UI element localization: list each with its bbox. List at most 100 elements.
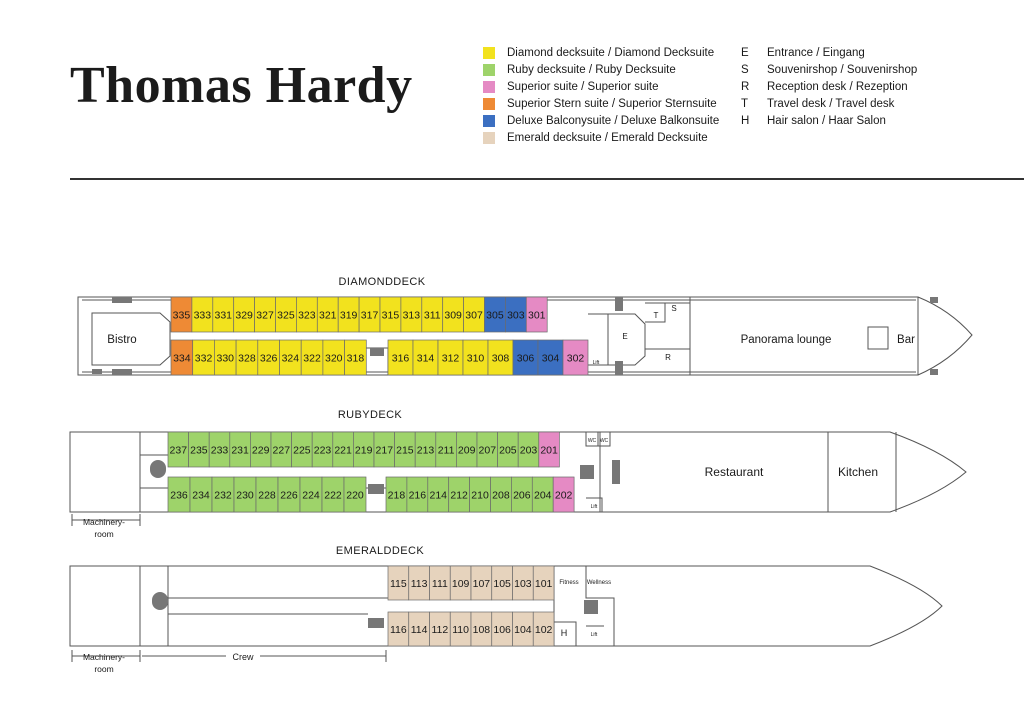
- cabin-number: 334: [173, 353, 191, 365]
- legend-label: Diamond decksuite / Diamond Decksuite: [507, 46, 715, 59]
- legend-label: Emerald decksuite / Emerald Decksuite: [507, 131, 708, 144]
- ruby-stairs: [150, 460, 620, 494]
- wc-label: WC: [600, 438, 609, 444]
- aft-room: [139, 566, 169, 646]
- restaurant-label: Restaurant: [705, 465, 764, 479]
- cabin-number: 206: [513, 490, 531, 502]
- cabin-number: 107: [473, 578, 491, 590]
- cabin-number: 228: [258, 490, 276, 502]
- diamond-stairs: [92, 297, 938, 375]
- cabin-number: 227: [273, 445, 291, 457]
- machinery-room-label: Machinery-: [83, 652, 125, 662]
- cabin-number: 210: [471, 490, 489, 502]
- cabin-number: 226: [280, 490, 298, 502]
- cabin-number: 203: [520, 445, 538, 457]
- cabin-number: 212: [450, 490, 468, 502]
- cabin-number: 115: [390, 578, 407, 590]
- cabin-number: 307: [465, 310, 483, 322]
- stair-icon: [368, 618, 384, 628]
- cabin-number: 329: [235, 310, 253, 322]
- crew-dimension-line: [142, 650, 387, 662]
- facility-code: S: [741, 63, 749, 76]
- legend-swatch: [483, 80, 495, 93]
- cabin-number: 312: [442, 353, 460, 365]
- legend-item-ruby: Ruby decksuite / Ruby Decksuite: [483, 61, 719, 78]
- cabin-number: 105: [493, 578, 511, 590]
- lift-label: Lift: [591, 632, 598, 638]
- fitness-label: Fitness: [559, 580, 578, 586]
- cabin-number: 232: [214, 490, 232, 502]
- cabin-number: 326: [260, 353, 278, 365]
- cabin-number: 316: [392, 353, 410, 365]
- cabin-number: 302: [567, 353, 585, 365]
- wc-label: WC: [588, 438, 597, 444]
- legend-label: Superior Stern suite / Superior Sternsui…: [507, 97, 717, 110]
- cabin-number: 235: [190, 445, 208, 457]
- crew-corridor: [168, 597, 388, 615]
- cabin-number: 313: [403, 310, 421, 322]
- cabin-314: [412, 339, 439, 376]
- cabin-number: 314: [417, 353, 435, 365]
- cabin-number: 209: [458, 445, 476, 457]
- deck-title-diamond: DIAMONDDECK: [339, 276, 426, 288]
- cabin-number: 323: [298, 310, 316, 322]
- legend-label: Superior suite / Superior suite: [507, 80, 659, 93]
- cabin-number: 311: [424, 310, 441, 322]
- machinery-room-label-2: room: [94, 529, 113, 539]
- cabin-306: [512, 339, 539, 376]
- cabin-number: 331: [214, 310, 232, 322]
- cabin-number: 225: [293, 445, 311, 457]
- cabin-number: 204: [534, 490, 552, 502]
- cabin-number: 114: [411, 624, 428, 636]
- cabin-number: 320: [325, 353, 343, 365]
- cabin-number: 112: [432, 624, 449, 636]
- cabin-318: [344, 339, 367, 376]
- cabin-number: 330: [216, 353, 234, 365]
- crew-label: Crew: [232, 652, 254, 662]
- cabin-number: 211: [438, 445, 455, 457]
- cabin-number: 303: [507, 310, 525, 322]
- stair-icon: [150, 460, 166, 478]
- machinery-marker-ruby: [71, 514, 141, 526]
- crew-label-bg: [226, 651, 260, 663]
- stair-icon: [584, 600, 598, 614]
- stair-icon: [368, 484, 384, 494]
- cabin-310: [462, 339, 489, 376]
- deck-title-emerald: EMERALDDECK: [336, 545, 424, 557]
- cabin-number: 224: [302, 490, 320, 502]
- bar-label: Bar: [897, 334, 915, 346]
- cabin-308: [487, 339, 514, 376]
- facility-code: H: [741, 114, 750, 127]
- cabin-number: 205: [499, 445, 517, 457]
- facility-item: S Souvenirshop / Souvenirshop: [741, 61, 917, 78]
- stair-icon: [92, 369, 102, 374]
- bistro-label: Bistro: [107, 334, 136, 346]
- cabin-number: 321: [319, 310, 337, 322]
- cabin-number: 116: [390, 624, 407, 636]
- facility-label: Reception desk / Rezeption: [767, 80, 908, 93]
- legend-item-stern: Superior Stern suite / Superior Sternsui…: [483, 95, 719, 112]
- hair-salon-label: H: [561, 628, 568, 638]
- facility-label: Souvenirshop / Souvenirshop: [767, 63, 918, 76]
- cabin-102: [532, 611, 555, 647]
- cabin-number: 301: [528, 310, 546, 322]
- cabin-number: 315: [382, 310, 400, 322]
- cabin-number: 319: [340, 310, 358, 322]
- hull-outline: [69, 431, 967, 513]
- emerald-deck: [69, 565, 943, 647]
- cabin-number: 325: [277, 310, 295, 322]
- legend-item-diamond: Diamond decksuite / Diamond Decksuite: [483, 44, 719, 61]
- cabin-number: 220: [346, 490, 364, 502]
- cabin-number: 104: [514, 624, 532, 636]
- cabin-number: 110: [452, 624, 469, 636]
- machinery-marker-emerald: [71, 650, 387, 662]
- cabin-number: 208: [492, 490, 510, 502]
- cabin-301: [525, 296, 548, 333]
- cabin-202: [552, 476, 575, 513]
- cabin-number: 305: [486, 310, 504, 322]
- cabin-number: 236: [170, 490, 188, 502]
- cabin-number: 216: [409, 490, 427, 502]
- cabin-number: 207: [479, 445, 497, 457]
- fitness-wellness: [553, 566, 615, 646]
